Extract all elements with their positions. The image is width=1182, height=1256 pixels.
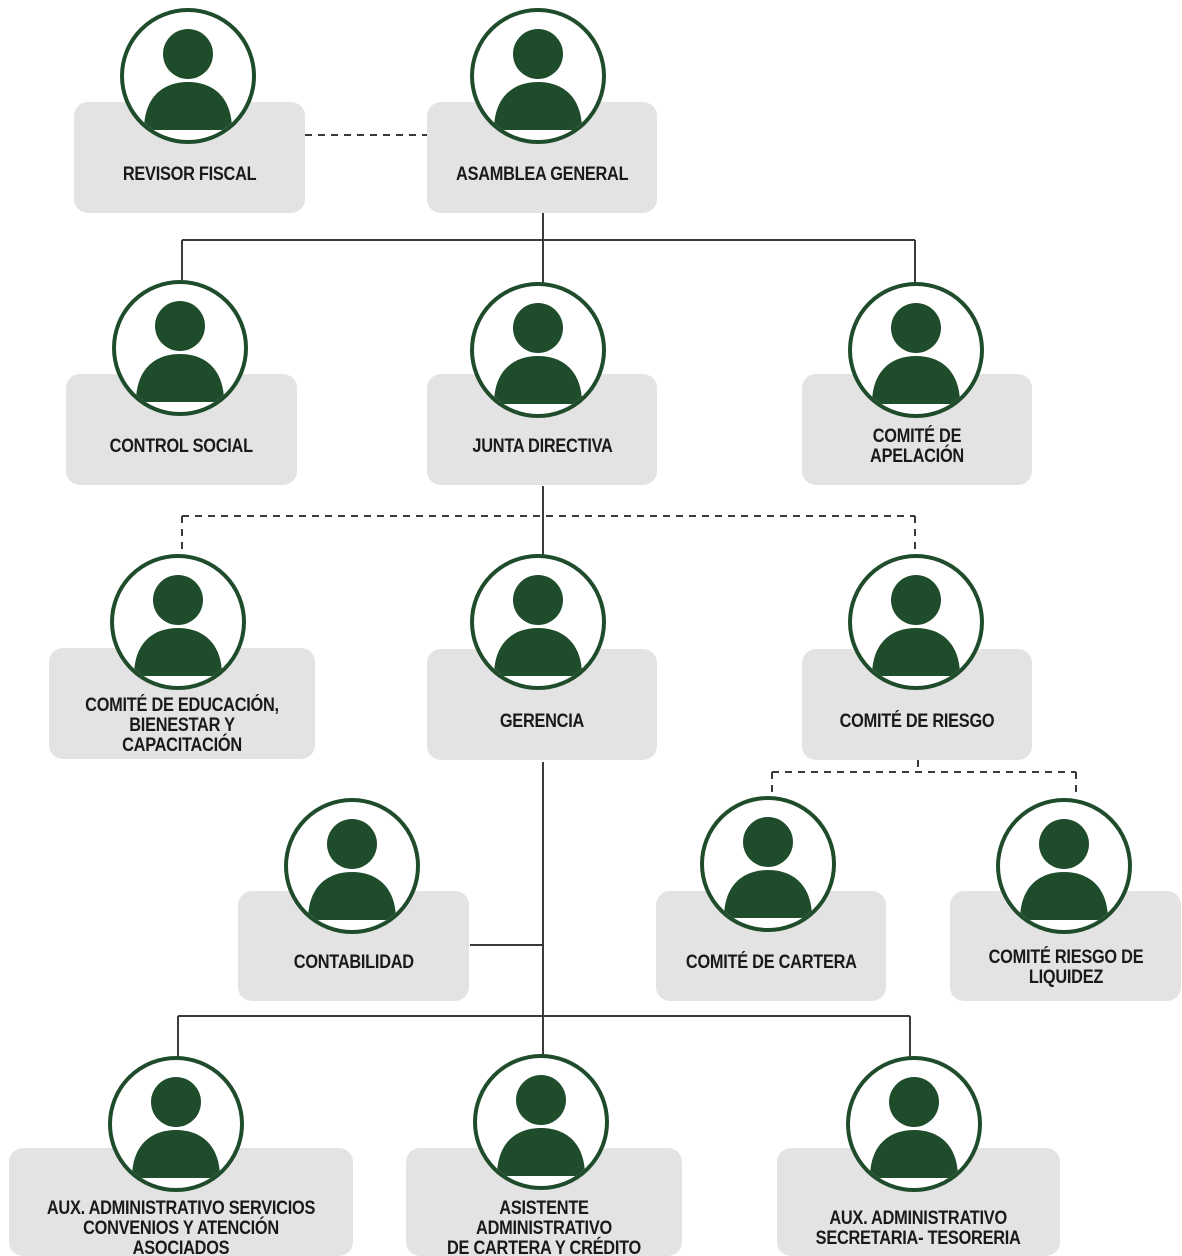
person-icon xyxy=(848,282,984,418)
node-label: COMITÉ DE EDUCACIÓN, BIENESTAR Y CAPACIT… xyxy=(85,694,279,756)
person-icon xyxy=(112,280,248,416)
node-label: GERENCIA xyxy=(499,710,585,732)
node-comite-cartera: COMITÉ DE CARTERA xyxy=(656,891,886,1001)
node-label: CONTROL SOCIAL xyxy=(109,435,254,457)
node-label: ASISTENTE ADMINISTRATIVO DE CARTERA Y CR… xyxy=(447,1198,641,1256)
person-icon xyxy=(284,798,420,934)
node-label: COMITÉ DE APELACIÓN xyxy=(870,425,964,467)
node-contabilidad: CONTABILIDAD xyxy=(238,891,469,1001)
person-icon xyxy=(470,554,606,690)
node-label: COMITÉ DE RIESGO xyxy=(839,710,995,732)
node-label: CONTABILIDAD xyxy=(293,952,414,973)
person-icon xyxy=(846,1056,982,1192)
node-label: AUX. ADMINISTRATIVO SECRETARIA- TESORERI… xyxy=(816,1208,1021,1249)
node-label: JUNTA DIRECTIVA xyxy=(471,435,613,457)
person-icon xyxy=(470,282,606,418)
person-icon xyxy=(700,796,836,932)
node-label: COMITÉ RIESGO DE LIQUIDEZ xyxy=(988,947,1143,988)
person-icon xyxy=(120,8,256,144)
node-label: ASAMBLEA GENERAL xyxy=(455,163,629,185)
person-icon xyxy=(996,798,1132,934)
node-label: REVISOR FISCAL xyxy=(122,163,257,185)
node-comite-educacion: COMITÉ DE EDUCACIÓN, BIENESTAR Y CAPACIT… xyxy=(49,648,315,759)
person-icon xyxy=(473,1054,609,1190)
node-label: COMITÉ DE CARTERA xyxy=(685,952,857,973)
node-asistente-cartera: ASISTENTE ADMINISTRATIVO DE CARTERA Y CR… xyxy=(406,1148,682,1256)
node-label: AUX. ADMINISTRATIVO SERVICIOS CONVENIOS … xyxy=(46,1198,316,1256)
person-icon xyxy=(108,1056,244,1192)
person-icon xyxy=(470,8,606,144)
person-icon xyxy=(110,554,246,690)
person-icon xyxy=(848,554,984,690)
